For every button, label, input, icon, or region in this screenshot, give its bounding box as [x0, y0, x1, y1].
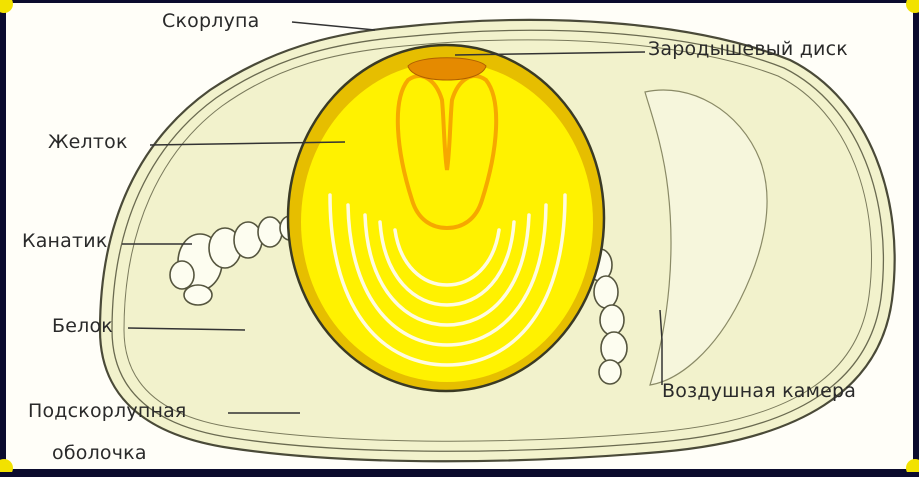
label-shell-membrane-line2: оболочка	[52, 442, 147, 464]
label-air-cell: Воздушная камера	[662, 380, 856, 402]
label-yolk: Желток	[48, 131, 128, 153]
label-germinal-disc: Зародышевый диск	[648, 38, 848, 60]
label-albumen: Белок	[52, 315, 113, 337]
label-shell-membrane-line1: Подскорлупная	[28, 400, 187, 422]
label-shell: Скорлупа	[162, 10, 259, 32]
label-chalaza: Канатик	[22, 230, 108, 252]
